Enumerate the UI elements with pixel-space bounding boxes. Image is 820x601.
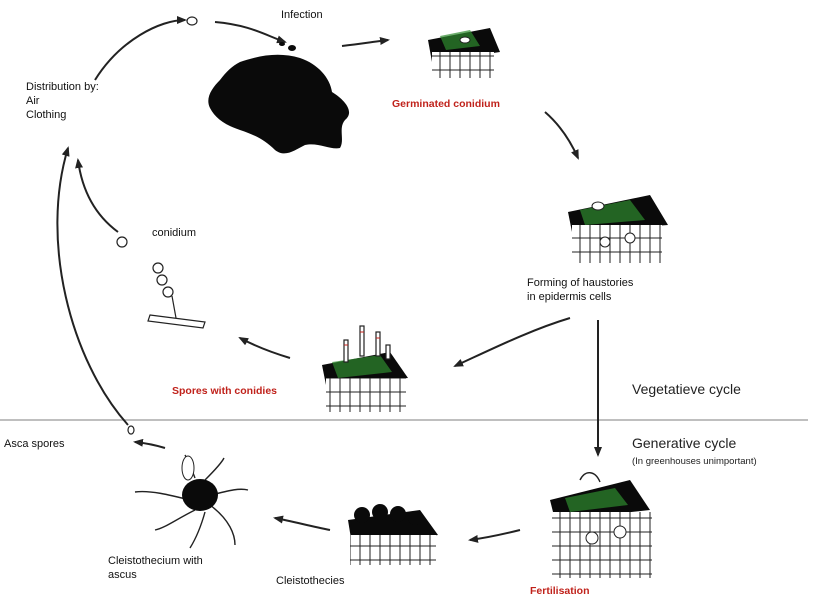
infected-leaf-shape xyxy=(208,55,349,154)
conidium-chain xyxy=(117,237,205,328)
generative-cycle-label: Generative cycle xyxy=(632,436,736,450)
distribution-air-label: Air xyxy=(26,94,39,108)
arrow-germinated-to-haustories xyxy=(545,112,578,158)
arrow-conidium-to-distribution xyxy=(78,160,118,232)
leaf-spore-dot xyxy=(288,45,296,51)
asca-spores-label: Asca spores xyxy=(4,437,65,451)
cleistothecium-label-line2: ascus xyxy=(108,568,137,582)
spores-with-conidies-tissue xyxy=(322,326,408,412)
germinated-conidium-label: Germinated conidium xyxy=(392,97,500,111)
arrow-cleistothecium-to-asca xyxy=(135,442,165,448)
ascus xyxy=(182,456,194,480)
vegetative-cycle-label: Vegetatieve cycle xyxy=(632,382,741,396)
fertilisation-label: Fertilisation xyxy=(530,584,590,598)
cleistothecium-with-ascus xyxy=(135,455,248,548)
arrow-fertilisation-to-cleistothecies xyxy=(470,530,520,540)
generative-note-label: (In greenhouses unimportant) xyxy=(632,455,757,469)
leaf-spore-dot xyxy=(279,42,285,46)
distribution-title-label: Distribution by: xyxy=(26,80,99,94)
fertilisation-tissue xyxy=(550,473,652,578)
haustories-label-line1: Forming of haustories xyxy=(527,276,633,290)
cleistothecium-label-line1: Cleistothecium with xyxy=(108,554,203,568)
infection-label: Infection xyxy=(281,8,323,22)
arrow-infection-to-leaf xyxy=(215,22,285,42)
distribution-clothing-label: Clothing xyxy=(26,108,66,122)
cleistothecies-label: Cleistothecies xyxy=(276,574,344,588)
arrow-spores-to-conidium xyxy=(240,338,290,358)
arrow-leaf-to-germinated xyxy=(342,40,388,46)
germinated-conidium-tissue xyxy=(428,28,500,78)
conidium-label: conidium xyxy=(152,226,196,240)
haustories-tissue xyxy=(568,195,668,263)
haustories-label-line2: in epidermis cells xyxy=(527,290,611,304)
airborne-conidium-dot xyxy=(187,17,197,25)
arrow-haustories-to-spores xyxy=(455,318,570,366)
arrow-cleistothecies-to-cleistothecium xyxy=(275,518,330,530)
spores-with-conidies-label: Spores with conidies xyxy=(172,384,277,398)
arrow-asca-to-distribution xyxy=(57,148,128,425)
cleistothecies-tissue xyxy=(348,504,438,565)
arrow-distribution-to-infection xyxy=(95,20,185,80)
asca-spore-dot xyxy=(128,426,134,434)
